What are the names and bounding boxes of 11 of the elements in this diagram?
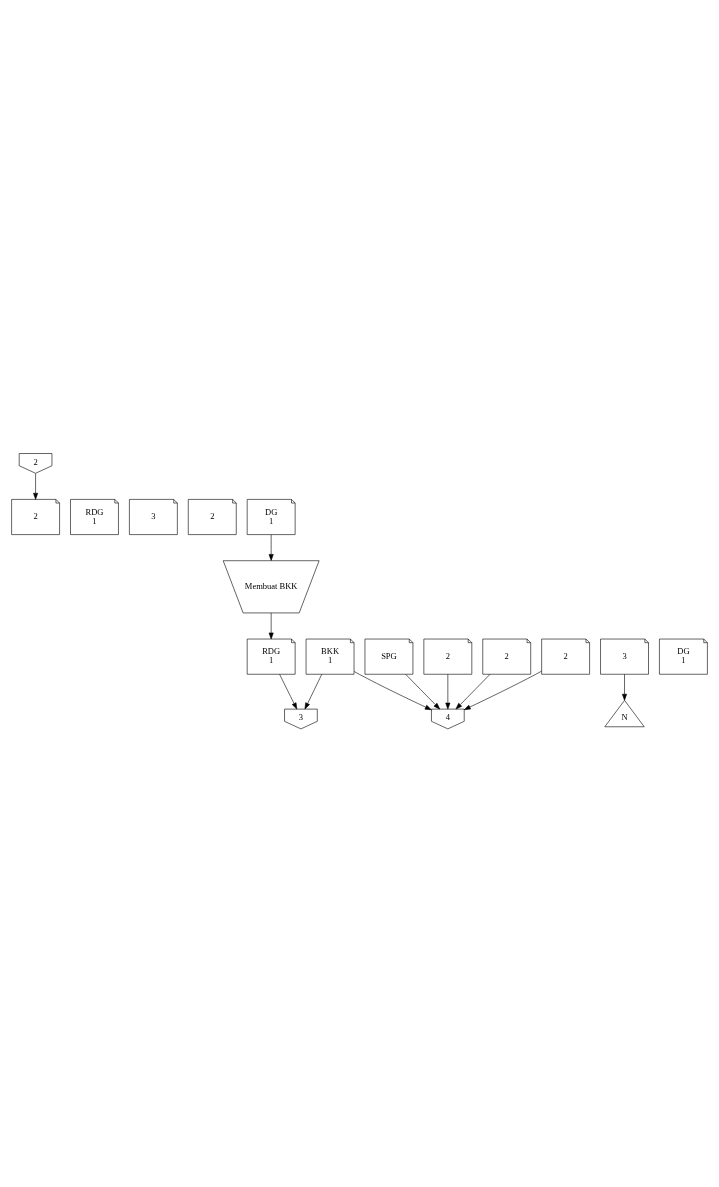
arrow xyxy=(455,674,491,710)
arrow xyxy=(33,473,38,500)
arrow xyxy=(622,674,627,701)
arrow xyxy=(279,674,298,710)
arrow xyxy=(463,670,542,711)
arrow xyxy=(268,534,274,561)
arrow xyxy=(304,674,323,710)
arrow xyxy=(353,671,432,711)
arrow xyxy=(405,674,441,710)
arrow xyxy=(268,612,274,640)
arrow xyxy=(445,674,451,710)
